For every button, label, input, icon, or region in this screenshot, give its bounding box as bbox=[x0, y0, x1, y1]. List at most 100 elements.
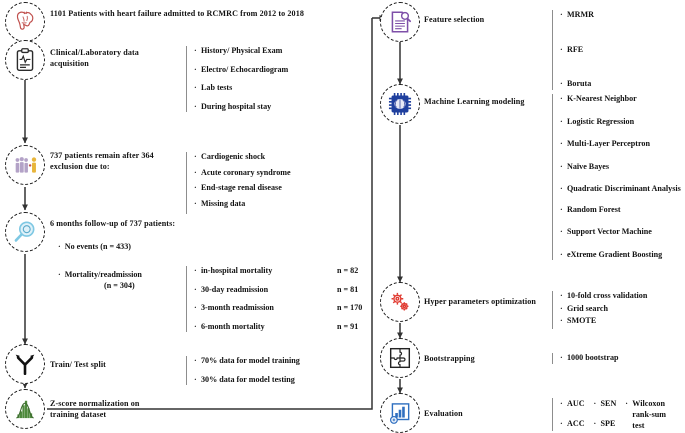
bullet-dot: · bbox=[194, 321, 197, 331]
list-item: ·30% data for model testing bbox=[194, 374, 295, 384]
node-z-score[interactable] bbox=[5, 389, 45, 429]
list-item: ·Random Forest bbox=[560, 204, 621, 214]
bullet-dot: · bbox=[560, 291, 563, 300]
bullet-dot: · bbox=[593, 399, 597, 408]
node-bootstrapping[interactable] bbox=[380, 338, 420, 378]
heart-icon bbox=[16, 11, 34, 30]
bullet-dot: · bbox=[194, 266, 197, 275]
bullet-dot: · bbox=[194, 101, 197, 111]
bullet-dot: · bbox=[560, 419, 563, 428]
step-title-follow-up: 6 months follow-up of 737 patients: bbox=[50, 219, 176, 228]
step-title-exclusion: 737 patients remain after 364 exclusion … bbox=[50, 151, 154, 171]
list-item: ·Support Vector Machine bbox=[560, 227, 652, 236]
bullet-dot: · bbox=[194, 198, 197, 208]
node-evaluation[interactable] bbox=[380, 393, 420, 433]
step-title-data-acquisition: Clinical/Laboratory data acquisition bbox=[50, 48, 139, 68]
node-follow-up[interactable] bbox=[5, 212, 45, 252]
list-item: ·10-fold cross validation bbox=[560, 291, 648, 300]
list-item-cont: test bbox=[632, 421, 645, 430]
step-title-cohort: 1101 Patients with heart failure admitte… bbox=[50, 9, 305, 18]
list-item: ·AUC bbox=[560, 399, 585, 408]
list-item: ·Logistic Regression bbox=[560, 116, 635, 126]
node-cohort[interactable] bbox=[5, 2, 45, 42]
bullet-dot: · bbox=[560, 94, 563, 103]
list-item: ·During hospital stay bbox=[194, 101, 272, 111]
step-title-train-test-split: Train/ Test split bbox=[50, 360, 106, 369]
bullet-dot: · bbox=[560, 44, 563, 54]
node-train-test-split[interactable] bbox=[5, 344, 45, 384]
bell-curve-icon bbox=[16, 400, 34, 419]
step-title-feature-selection: Feature selection bbox=[424, 15, 485, 24]
node-hyperparameters[interactable] bbox=[380, 282, 420, 322]
clipboard-ecg-icon bbox=[16, 48, 34, 71]
split-arrow-icon bbox=[15, 354, 35, 376]
bullet-dot: · bbox=[560, 10, 563, 19]
bullet-dot: · bbox=[58, 242, 65, 251]
node-data-acquisition[interactable] bbox=[5, 40, 45, 80]
list-item: ·Acute coronary syndrome bbox=[194, 167, 291, 177]
bullet-dot: · bbox=[560, 184, 563, 193]
follow-up-sub-note: (n = 304) bbox=[104, 281, 135, 290]
document-search-icon bbox=[391, 11, 411, 33]
bullet-dot: · bbox=[194, 183, 197, 192]
list-item: ·RFE bbox=[560, 44, 584, 54]
list-item: ·History/ Physical Exam bbox=[194, 46, 283, 55]
follow-up-sub-bullet-no-events: · No events (n = 433) bbox=[58, 242, 131, 251]
puzzle-icon bbox=[389, 347, 411, 369]
list-item: ·SPE bbox=[593, 419, 616, 428]
people-group-icon bbox=[15, 157, 37, 173]
bullet-dot: · bbox=[560, 303, 563, 313]
bullet-dot: · bbox=[625, 399, 628, 408]
list-item: ·Grid search bbox=[560, 303, 608, 313]
bullet-dot: · bbox=[560, 353, 563, 362]
bar-chart-icon bbox=[389, 403, 410, 424]
bullet-dot: · bbox=[194, 46, 197, 55]
bullet-dot: · bbox=[58, 270, 65, 279]
evaluation-metrics-col1: ·AUC ·ACC bbox=[560, 398, 585, 431]
bullet-dot: · bbox=[194, 167, 197, 177]
node-feature-selection[interactable] bbox=[380, 2, 420, 42]
bullet-dot: · bbox=[560, 227, 563, 236]
bullet-dot: · bbox=[560, 116, 563, 126]
list-item: ·Naïve Bayes bbox=[560, 161, 610, 171]
list-item: ·Multi-Layer Perceptron bbox=[560, 139, 650, 148]
step-title-ml-modeling: Machine Learning modeling bbox=[424, 97, 525, 106]
bullets-feature-selection: ·MRMR ·RFE ·Boruta bbox=[552, 10, 682, 90]
bullet-dot: · bbox=[560, 249, 563, 259]
list-item: ·End-stage renal disease bbox=[194, 183, 282, 192]
bullets-train-test-split: ·70% data for model training ·30% data f… bbox=[186, 356, 361, 385]
evaluation-metrics: ·AUC ·ACC ·SEN ·SPE ·Wilcoxon rank-sum t… bbox=[552, 398, 685, 431]
node-exclusion[interactable] bbox=[5, 145, 45, 185]
step-title-z-score: Z-score normalization on training datase… bbox=[50, 399, 140, 419]
follow-up-sub-bullet-mortality: · Mortality/readmission bbox=[58, 270, 142, 279]
bullet-dot: · bbox=[593, 419, 597, 428]
bullet-dot: · bbox=[194, 303, 197, 312]
list-item: ·Cardiogenic shock bbox=[194, 152, 266, 161]
list-item: ·Electro/ Echocardiogram bbox=[194, 64, 289, 74]
bullet-dot: · bbox=[560, 161, 563, 171]
evaluation-metrics-col3: ·Wilcoxon rank-sum test bbox=[625, 398, 666, 431]
bullet-dot: · bbox=[194, 64, 197, 74]
bullet-dot: · bbox=[194, 152, 197, 161]
node-ml-modeling[interactable] bbox=[380, 84, 420, 124]
bullet-dot: · bbox=[194, 284, 197, 294]
bullet-dot: · bbox=[194, 356, 197, 365]
bullet-dot: · bbox=[194, 83, 197, 92]
bullets-ml-modeling: ·K-Nearest Neighbor ·Logistic Regression… bbox=[552, 94, 684, 260]
bullets-exclusion: ·Cardiogenic shock ·Acute coronary syndr… bbox=[186, 152, 356, 214]
bullet-dot: · bbox=[194, 374, 197, 384]
bullet-dot: · bbox=[560, 204, 563, 214]
bullets-hyperparameters: ·10-fold cross validation ·Grid search ·… bbox=[552, 291, 684, 329]
list-item: ·Boruta bbox=[560, 79, 592, 88]
list-item: ·Lab tests bbox=[194, 83, 233, 92]
bullet-dot: · bbox=[560, 316, 563, 325]
step-title-evaluation: Evaluation bbox=[424, 409, 463, 418]
bullets-bootstrapping: ·1000 bootstrap bbox=[552, 353, 682, 364]
list-item: ·70% data for model training bbox=[194, 356, 300, 365]
